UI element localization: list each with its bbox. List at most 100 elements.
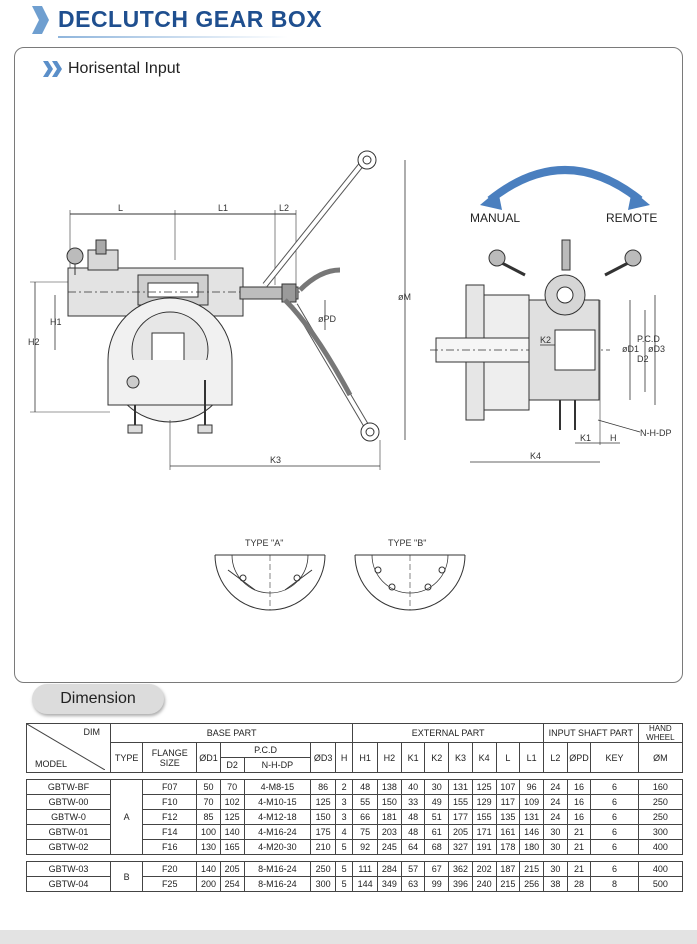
value-cell: 21 [566,824,592,840]
value-cell: F10 [142,794,198,810]
model-cell: GBTW-01 [26,824,111,840]
dim-label-nhdp: N-H-DP [640,428,672,438]
type-a-pattern [214,554,326,611]
value-cell: 24 [542,809,568,825]
value-cell: 117 [495,794,521,810]
value-cell: 24 [542,794,568,810]
col-k3: K3 [448,742,473,773]
value-cell: 100 [196,824,221,840]
corner-dim-label: DIM [83,727,100,737]
value-cell: 6 [590,794,639,810]
dim-label-l: L [118,203,123,213]
col-l1: L1 [519,742,544,773]
value-cell: 187 [495,861,521,877]
col-type: TYPE [109,742,144,773]
col-l: L [495,742,521,773]
col-k1: K1 [400,742,426,773]
dim-label-m: øM [398,292,411,302]
value-cell: 51 [424,809,450,825]
value-cell: 5 [335,876,354,892]
title-underline [58,36,288,38]
dim-label-k2: K2 [540,335,551,345]
col-h: H [335,742,354,773]
value-cell: 66 [352,809,379,825]
value-cell: 75 [352,824,379,840]
value-cell: 250 [637,809,684,825]
group-hand-wheel: HAND WHEEL [637,723,684,743]
value-cell: 362 [448,861,473,877]
value-cell: 140 [196,861,221,877]
value-cell: 138 [377,779,402,795]
dim-label-k1: K1 [580,433,591,443]
dim-label-h2: H2 [28,337,40,347]
col-d3: ØD3 [310,742,337,773]
value-cell: 327 [448,839,473,855]
corner-cell: DIM MODEL [26,723,111,773]
table-header-row-1: DIM MODEL BASE PART EXTERNAL PART INPUT … [26,723,684,773]
table-spacer [26,854,683,862]
model-cell: GBTW-04 [26,876,111,892]
value-cell: 177 [448,809,473,825]
value-cell: 160 [637,779,684,795]
value-cell: 396 [448,876,473,892]
value-cell: 33 [400,794,426,810]
dim-label-h1: H1 [50,317,62,327]
dim-label-h: H [610,433,617,443]
value-cell: 109 [519,794,544,810]
value-cell: 175 [310,824,337,840]
value-cell: 349 [377,876,402,892]
value-cell: 16 [566,794,592,810]
value-cell: 6 [590,861,639,877]
value-cell: 6 [590,809,639,825]
col-d2: D2 [219,757,245,773]
value-cell: 165 [219,839,245,855]
value-cell: 129 [471,794,497,810]
page-footer-band [0,930,697,944]
dim-label-d2: D2 [637,354,649,364]
col-h1: H1 [352,742,379,773]
value-cell: 125 [310,794,337,810]
value-cell: 8 [590,876,639,892]
value-cell: 205 [448,824,473,840]
value-cell: F12 [142,809,198,825]
col-key: KEY [590,742,639,773]
value-cell: 155 [448,794,473,810]
model-cell: GBTW-0 [26,809,111,825]
value-cell: 21 [566,861,592,877]
value-cell: 250 [637,794,684,810]
value-cell: 48 [400,824,426,840]
value-cell: 205 [219,861,245,877]
value-cell: 146 [519,824,544,840]
dim-label-l1: L1 [218,203,228,213]
model-cell: GBTW-03 [26,861,111,877]
value-cell: 64 [400,839,426,855]
col-pcd: P.C.D [219,742,312,758]
dimension-table: DIM MODEL BASE PART EXTERNAL PART INPUT … [26,723,684,892]
value-cell: 500 [637,876,684,892]
type-cell: B [109,861,144,892]
value-cell: 107 [495,779,521,795]
corner-diagonal [27,724,105,770]
value-cell: 200 [196,876,221,892]
col-m: ØM [637,742,684,773]
value-cell: 16 [566,779,592,795]
value-cell: 180 [519,839,544,855]
value-cell: 4-M20-30 [243,839,312,855]
value-cell: 150 [310,809,337,825]
end-view [430,166,656,463]
value-cell: 4-M10-15 [243,794,312,810]
group-external-part: EXTERNAL PART [352,723,544,743]
type-a-label: TYPE "A" [245,538,283,548]
value-cell: 50 [196,779,221,795]
value-cell: 161 [495,824,521,840]
value-cell: 8-M16-24 [243,876,312,892]
value-cell: 245 [377,839,402,855]
value-cell: 2 [335,779,354,795]
value-cell: F07 [142,779,198,795]
value-cell: 191 [471,839,497,855]
remote-label: REMOTE [606,211,657,225]
group-base-part: BASE PART [109,723,354,743]
type-cell: A [109,779,144,855]
